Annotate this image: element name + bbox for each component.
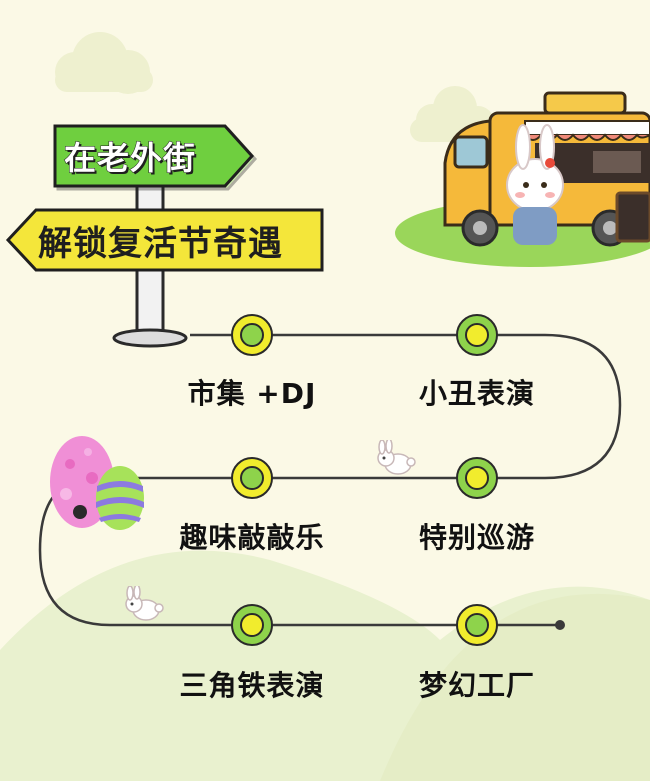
route-end-dot: [555, 620, 565, 630]
food-truck-illustration: [395, 91, 650, 267]
easter-eggs-illustration: [50, 436, 144, 530]
bunny-icon: [377, 440, 416, 475]
stop-label-fun-knock: 趣味敲敲乐: [179, 521, 325, 554]
stop-label-dream-factory: 梦幻工厂: [418, 669, 535, 702]
stop-node-5: [231, 604, 273, 646]
stop-node-3: [231, 457, 273, 499]
stop-node-2: [456, 314, 498, 356]
stop-node-6: [456, 604, 498, 646]
stop-label-triangle-show: 三角铁表演: [179, 669, 325, 702]
signpost-bottom-label: 解锁复活节奇遇: [38, 223, 283, 264]
stop-node-1: [231, 314, 273, 356]
stop-node-4: [456, 457, 498, 499]
stop-label-clown-show: 小丑表演: [418, 377, 535, 410]
signpost-top-label: 在老外街: [64, 139, 197, 178]
stop-label-market-dj: 市集 +DJ: [187, 377, 317, 410]
stop-label-special-parade: 特别巡游: [418, 521, 535, 554]
signpost-graphic: [5, 124, 324, 348]
bunny-icon: [125, 586, 164, 621]
